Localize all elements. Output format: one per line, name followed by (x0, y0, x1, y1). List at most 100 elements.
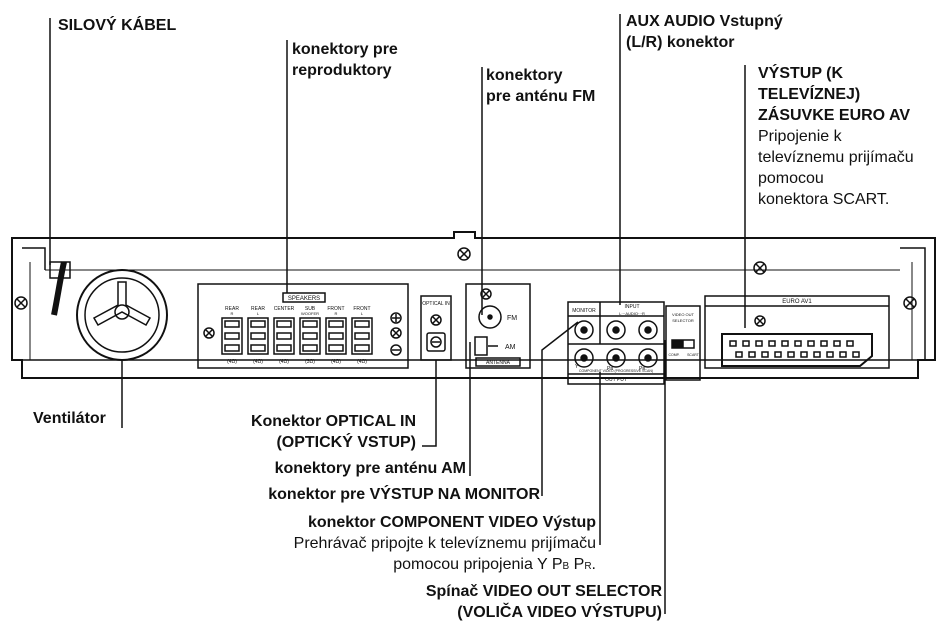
scart-pin (839, 351, 847, 358)
monitor-label: MONITOR (572, 308, 596, 314)
scart-pins (729, 340, 860, 358)
callout-line: konektory pre (292, 41, 398, 58)
antenna-panel (465, 283, 531, 369)
scart-connector (721, 333, 873, 367)
callout-power-cable: SILOVÝ KÁBEL (58, 17, 177, 34)
chassis-outline (11, 231, 936, 379)
leader-monitor (541, 321, 579, 496)
callout-optical-in: Konektor OPTICAL IN (OPTICKÝ VSTUP) (180, 411, 416, 453)
speaker-terminal-1 (247, 317, 269, 355)
selector-option-scart: SCART (687, 353, 700, 357)
callout-component-video: konektor COMPONENT VIDEO Výstup Prehráva… (200, 512, 596, 577)
speaker-channel-impedance: (4Ω) (227, 359, 237, 365)
callout-fan: Ventilátor (33, 410, 106, 427)
callout-line: konektory (486, 67, 563, 84)
fm-label: FM (507, 315, 517, 322)
scart-pin (761, 351, 769, 358)
screw-optical (430, 314, 442, 326)
callout-line: Spínač VIDEO OUT SELECTOR (425, 583, 662, 600)
speaker-terminals (221, 317, 373, 355)
callout-line: pomocou (758, 170, 824, 187)
speaker-channel-top: REAR (225, 306, 239, 312)
video-out-selector-panel (665, 305, 701, 381)
av-io-block (567, 301, 665, 385)
screw-speaker-left (203, 327, 215, 339)
scart-pin (794, 340, 802, 347)
video-out-selector-switch (671, 339, 695, 349)
scart-pin (729, 340, 737, 347)
callout-line: reproduktory (292, 62, 392, 79)
callout-line: ZÁSUVKE EURO AV (758, 107, 911, 124)
speaker-channel-bottom: WOOFER (301, 311, 319, 316)
speaker-channel-top: REAR (251, 306, 265, 312)
screw-right (903, 296, 917, 310)
scart-pin (755, 340, 763, 347)
speaker-channel-impedance: (4Ω) (331, 359, 341, 365)
callout-line: pomocou pripojenia Y PB PR. (393, 556, 596, 573)
callout-line: (L/R) konektor (626, 34, 735, 51)
speaker-channel-impedance: (4Ω) (357, 359, 367, 365)
scart-pin (820, 340, 828, 347)
optical-in-panel (420, 295, 452, 361)
speaker-channel-top: CENTER (274, 306, 295, 312)
chassis-inner (29, 262, 913, 360)
screw-euro (753, 261, 767, 275)
callout-am-antenna: konektory pre anténu AM (274, 460, 466, 477)
callout-line: VÝSTUP (K (758, 65, 844, 82)
scart-pin (833, 340, 841, 347)
callout-line: Prehrávač pripojte k televíznemu prijíma… (293, 535, 596, 552)
speaker-terminal-0 (221, 317, 243, 355)
optical-in-label: OPTICAL IN (422, 301, 450, 307)
scart-pin (846, 340, 854, 347)
scart-pin (813, 351, 821, 358)
speaker-plus-sign (390, 312, 402, 324)
speaker-channel-bottom: R (335, 311, 338, 316)
speaker-terminal-2 (273, 317, 295, 355)
speaker-terminal-3 (299, 317, 321, 355)
component-y-label: Y (575, 364, 579, 370)
aux-in-left-jack (606, 320, 626, 340)
callout-line: konektora SCART. (758, 191, 890, 208)
callout-aux-audio: AUX AUDIO Vstupný (L/R) konektor (626, 11, 783, 53)
callout-line: konektor COMPONENT VIDEO Výstup (307, 514, 596, 531)
speaker-terminal-5 (351, 317, 373, 355)
speaker-channel-bottom: R (231, 311, 234, 316)
selector-label-2: SELECTOR (672, 318, 694, 323)
callout-speaker-connectors: konektory pre reproduktory (292, 39, 398, 81)
scart-pin (781, 340, 789, 347)
leader-optical (422, 360, 437, 447)
am-antenna-terminal (474, 336, 488, 356)
scart-pin (774, 351, 782, 358)
speaker-channel-bottom: L (257, 311, 260, 316)
callout-video-out-selector: Spínač VIDEO OUT SELECTOR (VOLIČA VIDEO … (280, 581, 662, 623)
callout-line: AUX AUDIO Vstupný (626, 13, 783, 30)
speaker-channel-top: FRONT (327, 306, 344, 312)
speaker-terminal-block (197, 283, 409, 369)
component-pr-label: Pʀ (639, 366, 645, 372)
fm-antenna-jack (478, 305, 502, 329)
antenna-label: ANTENNA (486, 360, 511, 366)
callout-line: Pripojenie k (758, 128, 842, 145)
scart-pin (748, 351, 756, 358)
callout-fm-antenna: konektory pre anténu FM (486, 65, 595, 107)
aux-in-right-jack (638, 320, 658, 340)
selector-label-1: VIDEO OUT (672, 312, 695, 317)
scart-pin (768, 340, 776, 347)
speaker-minus-sign (390, 344, 402, 356)
scart-pin (735, 351, 743, 358)
speakers-label: SPEAKERS (288, 296, 320, 302)
callout-line: (VOLIČA VIDEO VÝSTUPU) (457, 604, 662, 621)
am-label: AM (505, 344, 516, 351)
input-label: INPUT (625, 304, 640, 310)
euro-av-label: EURO AV1 (782, 299, 812, 305)
callout-line: televíznemu prijímaču (758, 149, 914, 166)
speaker-channel-impedance: (3Ω) (305, 359, 315, 365)
scart-pin (787, 351, 795, 358)
scart-pin (742, 340, 750, 347)
callout-euro-av: VÝSTUP (K TELEVÍZNEJ) ZÁSUVKE EURO AV Pr… (758, 63, 914, 210)
euro-av-panel (704, 295, 890, 369)
callout-monitor-out: konektor pre VÝSTUP NA MONITOR (268, 486, 540, 503)
cooling-fan (76, 269, 168, 361)
input-lr-label: L···AUDIO···R (619, 311, 645, 316)
